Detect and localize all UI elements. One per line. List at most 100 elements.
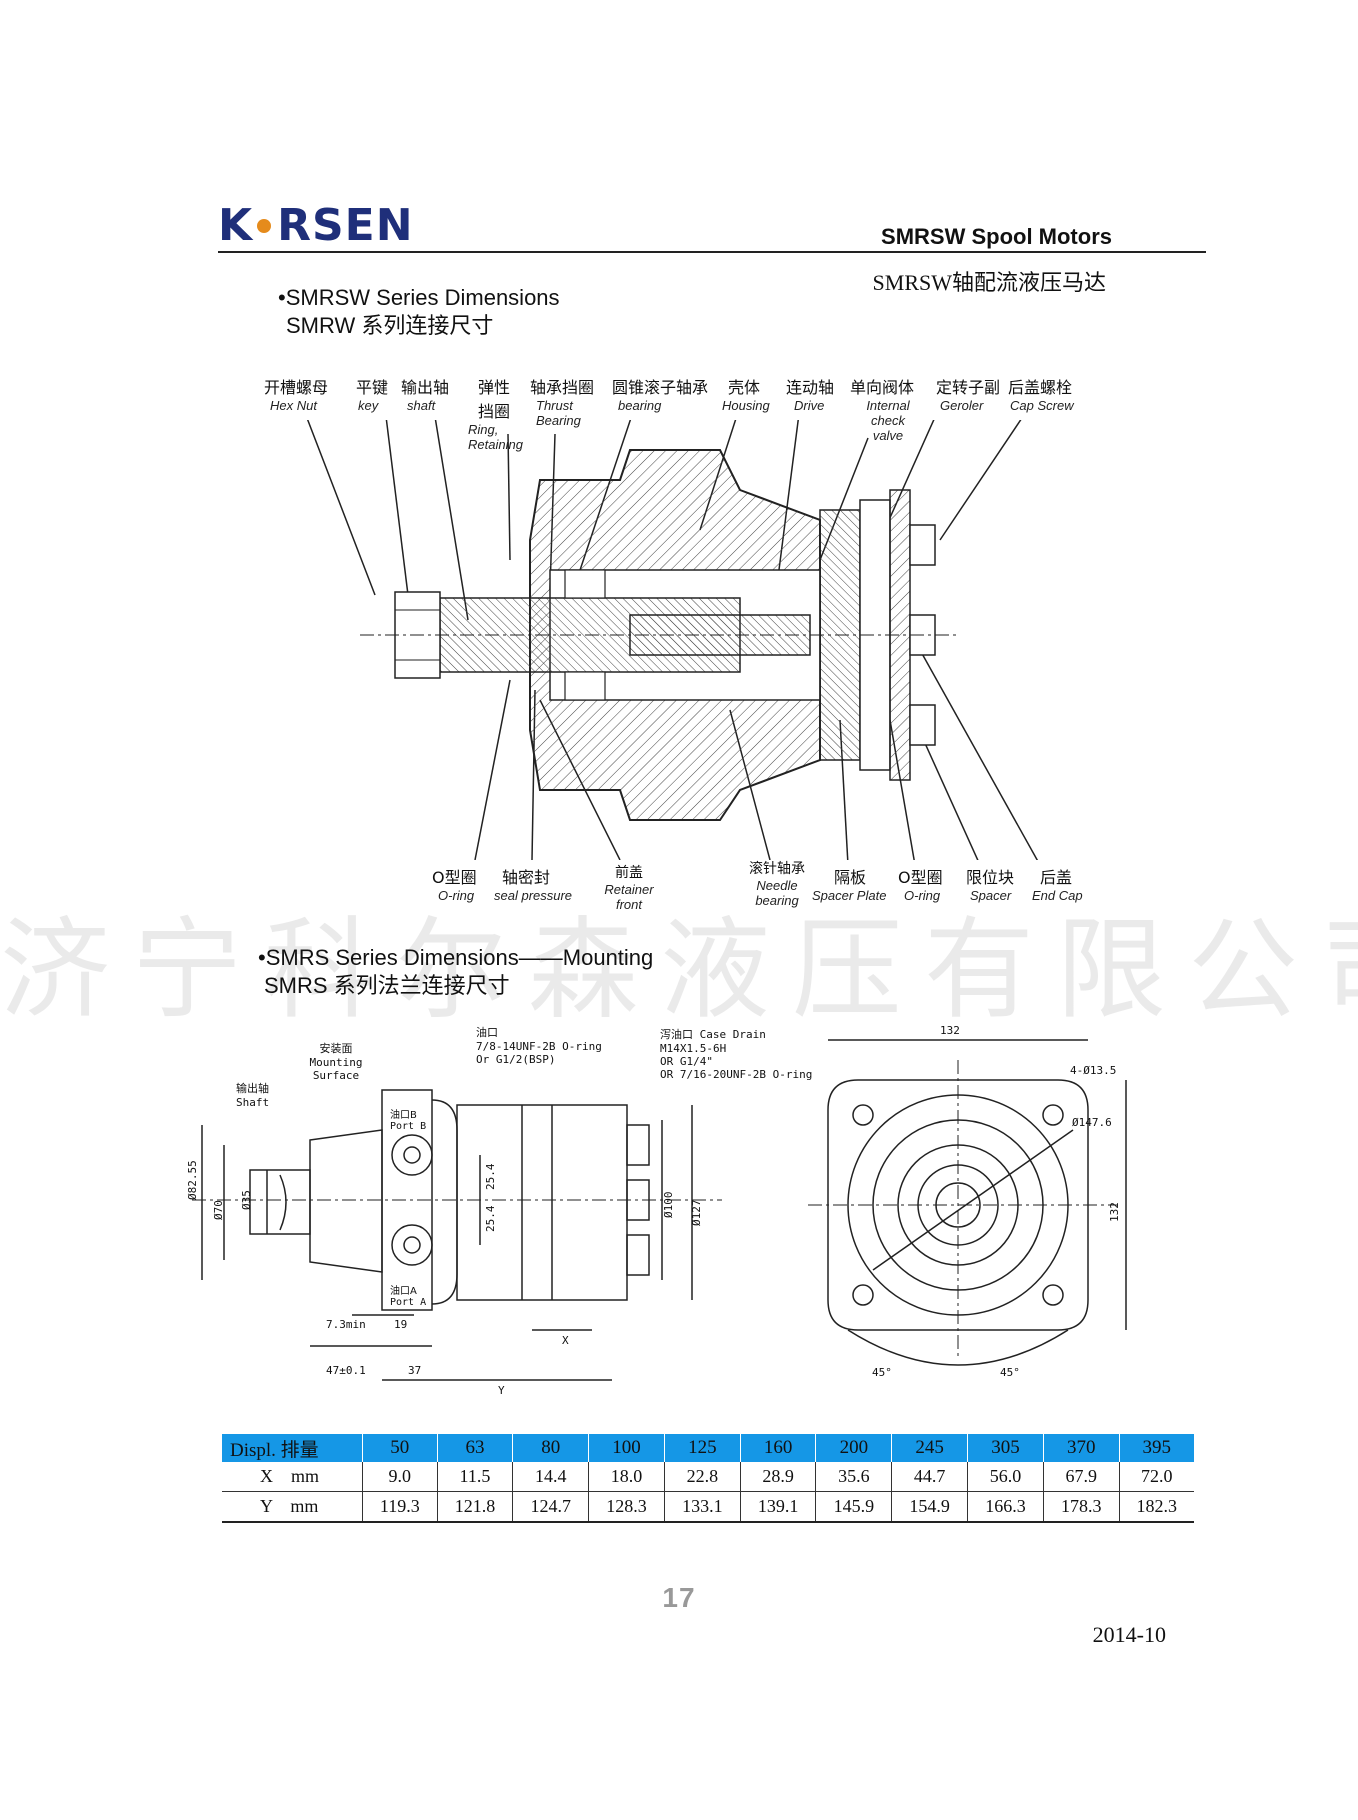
table-header-cell: 200 xyxy=(815,1434,892,1462)
table-header-cell: 160 xyxy=(739,1434,816,1462)
table-cell: 14.4 xyxy=(512,1462,589,1492)
table-cell: 121.8 xyxy=(436,1491,513,1523)
page-number: 17 xyxy=(662,1582,696,1613)
dim-35: Ø35 xyxy=(240,1190,253,1210)
logo-letter: K xyxy=(218,200,254,251)
header-divider xyxy=(218,251,1206,253)
section2-subtitle: SMRS 系列法兰连接尺寸 xyxy=(264,973,510,998)
table-cell: 139.1 xyxy=(739,1491,816,1523)
dim-7-3-min: 7.3min xyxy=(326,1318,366,1331)
publication-date: 2014-10 xyxy=(1092,1622,1166,1647)
table-header-cell: 100 xyxy=(588,1434,665,1462)
table-row: X mm 9.0 11.5 14.4 18.0 22.8 28.9 35.6 4… xyxy=(222,1462,1194,1492)
label-mounting-surface: 安装面 Mounting Surface xyxy=(309,1042,363,1082)
label-case-drain: 泻油口 Case Drain M14X1.5-6H OR G1/4" OR 7/… xyxy=(660,1028,813,1081)
table-header-cell: 305 xyxy=(967,1434,1044,1462)
dim-x: X xyxy=(562,1334,569,1347)
table-cell: 22.8 xyxy=(663,1462,741,1492)
logo-letters: RSEN xyxy=(277,200,414,251)
label-port-b: 油口B Port B xyxy=(390,1110,427,1132)
dim-25-4-lower: 25.4 xyxy=(484,1205,497,1233)
section2-title: •SMRS Series Dimensions——Mounting xyxy=(258,945,654,970)
table-header-cell: 50 xyxy=(362,1434,438,1462)
table-cell: 119.3 xyxy=(362,1491,438,1523)
table-header-cell: 80 xyxy=(512,1434,589,1462)
table-row-label: Y mm xyxy=(222,1491,363,1523)
table-cell: 72.0 xyxy=(1118,1462,1194,1492)
label-oil-port: 油口 7/8-14UNF-2B O-ring Or G1/2(BSP) xyxy=(476,1026,602,1066)
table-cell: 178.3 xyxy=(1042,1491,1120,1523)
table-cell: 67.9 xyxy=(1042,1462,1120,1492)
angle-45-right: 45° xyxy=(1000,1366,1020,1379)
table-header-row: Displ. 排量 50 63 80 100 125 160 200 245 3… xyxy=(222,1434,1194,1462)
table-cell: 9.0 xyxy=(362,1462,438,1492)
table-header-cell: 63 xyxy=(436,1434,513,1462)
table-header-cell: 370 xyxy=(1042,1434,1120,1462)
label-port-a: 油口A Port A xyxy=(390,1286,427,1308)
logo-dot-icon xyxy=(257,219,272,233)
table-cell: 124.7 xyxy=(512,1491,589,1523)
dim-132-side: 132 xyxy=(1108,1202,1121,1222)
table-header-cell: 245 xyxy=(891,1434,968,1462)
dim-25-4-upper: 25.4 xyxy=(484,1163,497,1191)
table-cell: 145.9 xyxy=(815,1491,892,1523)
table-cell: 154.9 xyxy=(891,1491,968,1523)
table-row: Y mm 119.3 121.8 124.7 128.3 133.1 139.1… xyxy=(222,1491,1194,1523)
dim-100: Ø100 xyxy=(662,1191,675,1219)
table-header-cell: 125 xyxy=(663,1434,741,1462)
dim-70: Ø70 xyxy=(212,1200,225,1220)
dim-132-top: 132 xyxy=(940,1024,960,1037)
dim-47: 47±0.1 xyxy=(326,1364,366,1377)
table-cell: 56.0 xyxy=(967,1462,1044,1492)
table-header-label: Displ. 排量 xyxy=(222,1434,363,1462)
company-logo: K RSEN xyxy=(218,203,418,249)
table-row-label: X mm xyxy=(222,1462,363,1492)
table-cell: 182.3 xyxy=(1118,1491,1194,1523)
table-cell: 166.3 xyxy=(967,1491,1044,1523)
table-cell: 128.3 xyxy=(588,1491,665,1523)
table-header-cell: 395 xyxy=(1118,1434,1194,1462)
table-cell: 28.9 xyxy=(739,1462,816,1492)
displacement-table: Displ. 排量 50 63 80 100 125 160 200 245 3… xyxy=(222,1434,1194,1523)
motor-cross-section xyxy=(306,420,1039,860)
dim-127: Ø127 xyxy=(690,1199,703,1227)
company-watermark: 济宁科尔森液压有限公司 xyxy=(0,906,1358,1034)
header-title: SMRSW Spool Motors xyxy=(881,224,1112,249)
header-subtitle: SMRSW轴配流液压马达 xyxy=(872,270,1106,295)
dim-y: Y xyxy=(498,1384,505,1397)
dim-bolt-holes: 4-Ø13.5 xyxy=(1070,1064,1117,1077)
table-cell: 133.1 xyxy=(663,1491,741,1523)
table-cell: 35.6 xyxy=(815,1462,892,1492)
mounting-side-view xyxy=(192,1089,722,1381)
section1-subtitle: SMRW 系列连接尺寸 xyxy=(286,313,494,338)
table-cell: 18.0 xyxy=(588,1462,665,1492)
label-output-shaft: 输出轴 Shaft xyxy=(236,1082,270,1109)
section1-title: •SMRSW Series Dimensions xyxy=(278,285,560,310)
dim-82-55: Ø82.55 xyxy=(186,1160,199,1200)
table-cell: 44.7 xyxy=(891,1462,968,1492)
dim-37: 37 xyxy=(408,1364,422,1377)
mounting-front-view xyxy=(808,1039,1127,1366)
angle-45-left: 45° xyxy=(872,1366,892,1379)
table-cell: 11.5 xyxy=(436,1462,513,1492)
dim-147-6: Ø147.6 xyxy=(1072,1116,1112,1129)
dim-19: 19 xyxy=(394,1318,408,1331)
